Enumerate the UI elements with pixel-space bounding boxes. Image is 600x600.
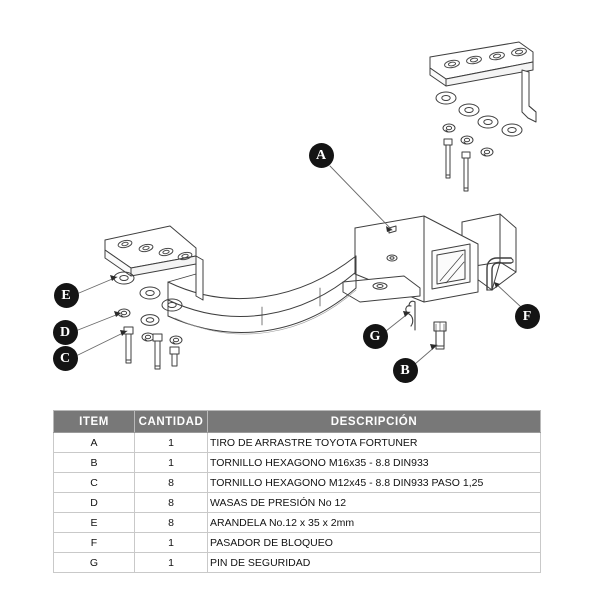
table-header-row: ITEM CANTIDAD DESCRIPCIÓN — [53, 410, 541, 433]
cell-qty: 8 — [134, 472, 208, 493]
callout-badge-d[interactable]: D — [52, 319, 78, 345]
parts-list-table-wrapper: ITEM CANTIDAD DESCRIPCIÓN A 1 TIRO DE AR… — [53, 410, 541, 573]
cell-qty: 1 — [134, 552, 208, 573]
table-row: G 1 PIN DE SEGURIDAD — [53, 552, 541, 573]
left-bracket-plate — [104, 225, 204, 301]
cell-item: G — [53, 552, 135, 573]
callout-badge-g[interactable]: G — [362, 323, 388, 349]
receiver-tube-assembly — [342, 213, 517, 303]
hitch-diagram: A B C D E F G — [52, 41, 540, 383]
hitch-bolt-part — [433, 321, 447, 350]
cell-desc: TIRO DE ARRASTRE TOYOTA FORTUNER — [207, 432, 541, 453]
table-row: A 1 TIRO DE ARRASTRE TOYOTA FORTUNER — [53, 432, 541, 453]
callout-badge-f[interactable]: F — [514, 303, 540, 329]
cell-item: F — [53, 532, 135, 553]
cell-qty: 8 — [134, 512, 208, 533]
hex-bolt — [443, 138, 471, 192]
cell-item: D — [53, 492, 135, 513]
cell-item: C — [53, 472, 135, 493]
table-row: C 8 TORNILLO HEXAGONO M12x45 - 8.8 DIN93… — [53, 472, 541, 493]
cell-desc: WASAS DE PRESIÓN No 12 — [207, 492, 541, 513]
cell-item: A — [53, 432, 135, 453]
column-header-cantidad: CANTIDAD — [134, 410, 208, 433]
safety-pin-part — [405, 300, 416, 331]
callout-badge-e[interactable]: E — [53, 282, 79, 308]
column-header-descripcion: DESCRIPCIÓN — [207, 410, 541, 433]
flat-washer — [435, 91, 523, 137]
leader-lines — [77, 165, 522, 365]
cell-item: E — [53, 512, 135, 533]
left-hardware-group — [113, 271, 183, 370]
cell-qty: 1 — [134, 432, 208, 453]
cell-desc: TORNILLO HEXAGONO M16x35 - 8.8 DIN933 — [207, 452, 541, 473]
callout-badge-a[interactable]: A — [308, 142, 334, 168]
right-bracket-plate — [429, 41, 537, 123]
parts-table-head: ITEM CANTIDAD DESCRIPCIÓN — [53, 410, 541, 433]
table-row: B 1 TORNILLO HEXAGONO M16x35 - 8.8 DIN93… — [53, 452, 541, 473]
cell-qty: 8 — [134, 492, 208, 513]
cell-desc: ARANDELA No.12 x 35 x 2mm — [207, 512, 541, 533]
cell-desc: PIN DE SEGURIDAD — [207, 552, 541, 573]
locking-pin-part — [486, 257, 514, 291]
cross-beam — [167, 255, 357, 335]
cell-qty: 1 — [134, 532, 208, 553]
parts-table-body: A 1 TIRO DE ARRASTRE TOYOTA FORTUNER B 1… — [53, 432, 541, 573]
parts-list-table: ITEM CANTIDAD DESCRIPCIÓN A 1 TIRO DE AR… — [53, 410, 541, 573]
callout-badge-b[interactable]: B — [392, 357, 418, 383]
cell-desc: PASADOR DE BLOQUEO — [207, 532, 541, 553]
hex-bolt — [123, 326, 180, 370]
cell-desc: TORNILLO HEXAGONO M12x45 - 8.8 DIN933 PA… — [207, 472, 541, 493]
table-row: E 8 ARANDELA No.12 x 35 x 2mm — [53, 512, 541, 533]
column-header-item: ITEM — [53, 410, 135, 433]
cell-item: B — [53, 452, 135, 473]
hitch-diagram-svg — [77, 41, 537, 370]
table-row: D 8 WASAS DE PRESIÓN No 12 — [53, 492, 541, 513]
callout-badge-c[interactable]: C — [52, 345, 78, 371]
lock-washer — [442, 123, 494, 157]
cell-qty: 1 — [134, 452, 208, 473]
right-hardware-group — [435, 91, 523, 192]
table-row: F 1 PASADOR DE BLOQUEO — [53, 532, 541, 553]
